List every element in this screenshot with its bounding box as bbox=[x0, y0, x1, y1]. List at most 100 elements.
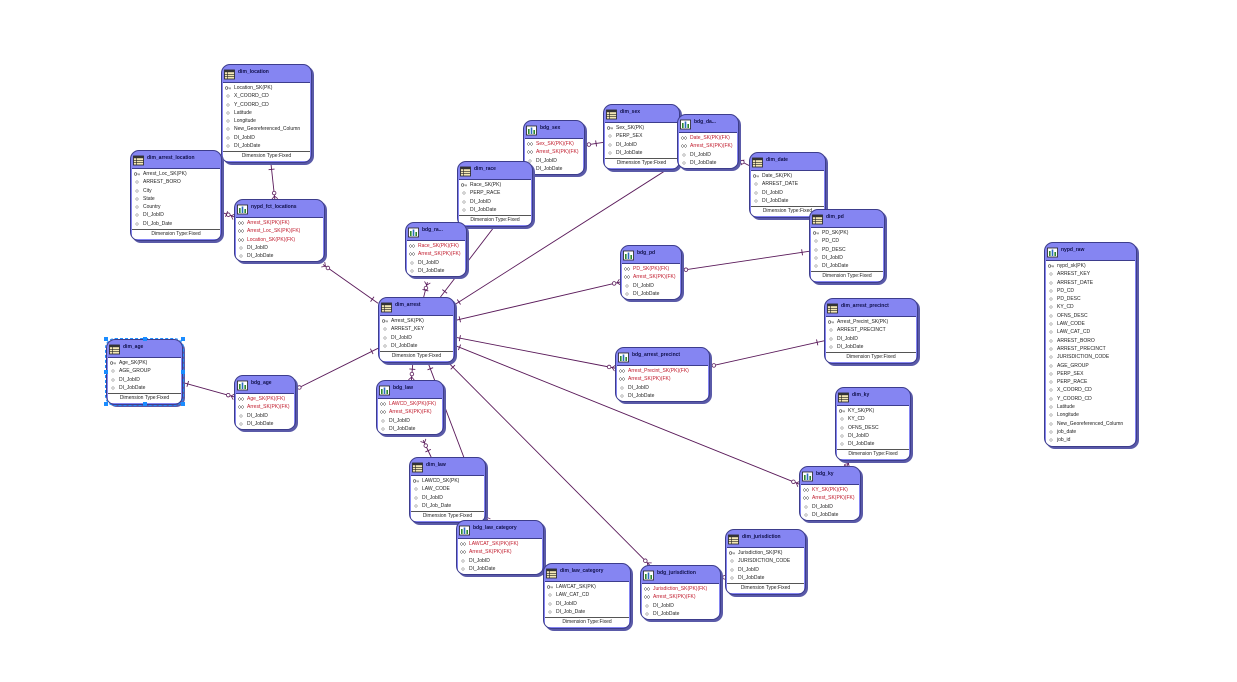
column-row[interactable]: DI_JobID bbox=[679, 151, 737, 159]
column-row[interactable]: DI_JobDate bbox=[811, 262, 883, 270]
table-header[interactable]: dim_ky bbox=[836, 388, 910, 405]
column-row[interactable]: Latitude bbox=[223, 109, 310, 117]
column-row[interactable]: DI_JobID bbox=[751, 189, 824, 197]
relationship-line[interactable] bbox=[180, 381, 235, 398]
column-row[interactable]: DI_JobDate bbox=[642, 610, 719, 618]
column-row[interactable]: DI_JobID bbox=[378, 417, 442, 425]
column-row[interactable]: Date_SK(PK) bbox=[751, 172, 824, 180]
column-row[interactable]: OFNS_DESC bbox=[1046, 312, 1135, 320]
column-row[interactable]: Y_COORD_CD bbox=[1046, 395, 1135, 403]
table-header[interactable]: bdg_ky bbox=[800, 467, 860, 484]
column-row[interactable]: Location_SK(PK)(FK) bbox=[236, 236, 323, 244]
column-row[interactable]: DI_JobID bbox=[727, 566, 804, 574]
column-row[interactable]: ARREST_KEY bbox=[380, 325, 453, 333]
column-row[interactable]: Arrest_SK(PK)(FK) bbox=[378, 408, 442, 416]
table-header[interactable]: nypd_fct_locations bbox=[235, 200, 324, 217]
column-row[interactable]: Sex_SK(PK) bbox=[605, 124, 678, 132]
column-row[interactable]: DI_JobDate bbox=[801, 511, 859, 519]
column-row[interactable]: DI_JobDate bbox=[751, 197, 824, 205]
column-row[interactable]: KY_CD bbox=[1046, 303, 1135, 311]
column-row[interactable]: Y_COORD_CD bbox=[223, 101, 310, 109]
column-row[interactable]: PERP_RACE bbox=[459, 189, 531, 197]
column-row[interactable]: DI_JobID bbox=[811, 254, 883, 262]
column-row[interactable]: LAWCAT_SK(PK)(FK) bbox=[458, 540, 542, 548]
column-row[interactable]: DI_JobID bbox=[617, 384, 708, 392]
column-row[interactable]: City bbox=[132, 187, 220, 195]
selection-handle[interactable] bbox=[142, 337, 147, 341]
column-row[interactable]: KY_SK(PK) bbox=[837, 407, 909, 415]
column-row[interactable]: DI_Job_Date bbox=[545, 608, 629, 616]
column-row[interactable]: DI_JobDate bbox=[223, 142, 310, 150]
column-row[interactable]: JURISDICTION_CODE bbox=[1046, 353, 1135, 361]
column-row[interactable]: Longitude bbox=[1046, 411, 1135, 419]
column-row[interactable]: DI_JobID bbox=[545, 600, 629, 608]
table-header[interactable]: bdg_law_category bbox=[457, 521, 543, 538]
column-row[interactable]: PD_SK(PK) bbox=[811, 229, 883, 237]
table-header[interactable]: nypd_raw bbox=[1045, 243, 1136, 260]
table-header[interactable]: bdg_ra... bbox=[406, 223, 466, 240]
column-row[interactable]: New_Georeferenced_Column bbox=[1046, 420, 1135, 428]
column-row[interactable]: Arrest_SK(PK)(FK) bbox=[458, 548, 542, 556]
column-row[interactable]: LAW_CODE bbox=[411, 485, 484, 493]
column-row[interactable]: DI_JobDate bbox=[380, 342, 453, 350]
relationship-line[interactable] bbox=[410, 362, 414, 381]
column-row[interactable]: PD_DESC bbox=[1046, 295, 1135, 303]
column-row[interactable]: New_Georeferenced_Column bbox=[223, 125, 310, 133]
column-row[interactable]: DI_JobDate bbox=[525, 165, 583, 173]
table-bdg-ra[interactable]: bdg_ra... Race_SK(PK)(FK)Arrest_SK(PK)(FK… bbox=[405, 222, 467, 278]
column-row[interactable]: Arrest_SK(PK)(FK) bbox=[236, 219, 323, 227]
column-row[interactable]: PD_CD bbox=[811, 237, 883, 245]
table-header[interactable]: dim_arrest_location bbox=[131, 151, 221, 168]
column-row[interactable]: AGE_GROUP bbox=[1046, 362, 1135, 370]
column-row[interactable]: DI_JobID bbox=[525, 157, 583, 165]
column-row[interactable]: Race_SK(PK)(FK) bbox=[407, 242, 465, 250]
column-row[interactable]: LAWCD_SK(PK)(FK) bbox=[378, 400, 442, 408]
column-row[interactable]: LAWCD_SK(PK) bbox=[411, 477, 484, 485]
table-header[interactable]: bdg_age bbox=[235, 376, 295, 393]
selection-handle[interactable] bbox=[142, 402, 147, 407]
column-row[interactable]: Country bbox=[132, 203, 220, 211]
table-header[interactable]: bdg_da... bbox=[678, 115, 738, 132]
table-bdg-da[interactable]: bdg_da...Date_SK(PK)(FK)Arrest_SK(PK)(FK… bbox=[677, 114, 739, 170]
column-row[interactable]: Location_SK(PK) bbox=[223, 84, 310, 92]
selection-handle[interactable] bbox=[181, 402, 185, 407]
column-row[interactable]: DI_JobDate bbox=[679, 159, 737, 167]
column-row[interactable]: PD_DESC bbox=[811, 246, 883, 254]
table-header[interactable]: bdg_arrest_precinct bbox=[616, 348, 709, 365]
column-row[interactable]: Arrest_SK(PK)(FK) bbox=[407, 250, 465, 258]
column-row[interactable]: DI_JobID bbox=[459, 198, 531, 206]
column-row[interactable]: KY_CD bbox=[837, 415, 909, 423]
relationship-line[interactable] bbox=[219, 211, 235, 218]
relationship-line[interactable] bbox=[322, 264, 379, 304]
table-header[interactable]: dim_pd bbox=[810, 210, 884, 227]
table-header[interactable]: dim_law bbox=[410, 458, 485, 475]
selection-handle[interactable] bbox=[181, 337, 185, 341]
column-row[interactable]: Arrest_SK(PK)(FK) bbox=[801, 494, 859, 502]
column-row[interactable]: DI_JobID bbox=[236, 412, 294, 420]
selection-handle[interactable] bbox=[104, 337, 108, 341]
table-header[interactable]: dim_age bbox=[107, 340, 182, 357]
column-row[interactable]: ARREST_DATE bbox=[751, 180, 824, 188]
column-row[interactable]: OFNS_DESC bbox=[837, 424, 909, 432]
column-row[interactable]: DI_JobDate bbox=[605, 149, 678, 157]
column-row[interactable]: LAW_CAT_CD bbox=[1046, 328, 1135, 336]
table-header[interactable]: bdg_law bbox=[377, 381, 443, 398]
column-row[interactable]: DI_JobID bbox=[458, 557, 542, 565]
column-row[interactable]: LAW_CODE bbox=[1046, 320, 1135, 328]
table-header[interactable]: dim_sex bbox=[604, 105, 679, 122]
column-row[interactable]: ARREST_KEY bbox=[1046, 270, 1135, 278]
column-row[interactable]: DI_JobID bbox=[223, 134, 310, 142]
column-row[interactable]: ARREST_DATE bbox=[1046, 279, 1135, 287]
